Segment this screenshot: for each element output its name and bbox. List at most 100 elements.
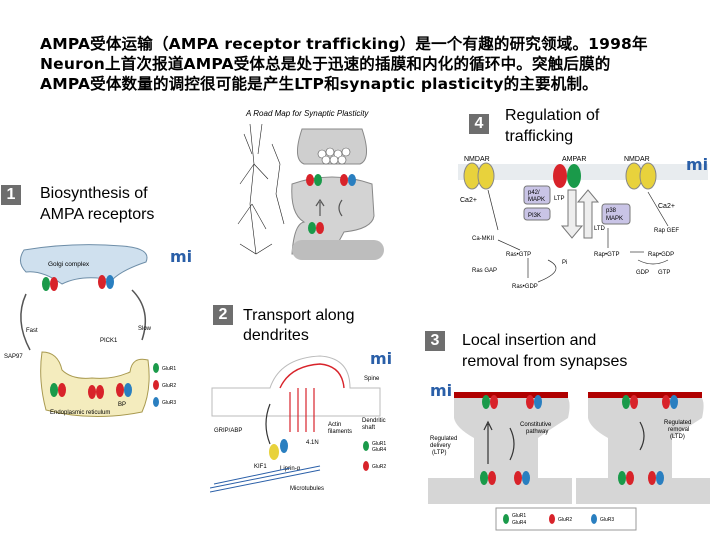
slide-title: AMPA受体运输（AMPA receptor trafficking）是一个有趣… (40, 34, 700, 94)
p38-label: p38 (606, 208, 617, 214)
regulated-removal-label-2: removal (668, 427, 689, 433)
mi-logo-icon: mi (686, 155, 708, 174)
vesicles (317, 147, 351, 165)
ampar-label: AMPAR (562, 156, 586, 163)
pick1-label: PICK1 (100, 338, 118, 344)
ltd-label: LTD (594, 226, 606, 232)
mi-logo-icon: mi (170, 247, 192, 266)
fig3-legend (495, 507, 637, 531)
panel-3-label-line2: removal from synapses (462, 353, 628, 370)
title-line-2: Neuron上首次报道AMPA受体总是处于迅速的插膜和内化的循环中。突触后膜的 (40, 55, 611, 73)
constitutive-label-2: pathway (526, 429, 548, 435)
rap-gdp-label: Rap•GDP (648, 252, 674, 258)
spine-left (428, 395, 572, 504)
spine-label: Spine (364, 376, 380, 382)
mi-logo-icon: mi (370, 349, 392, 368)
4-1n-label: 4.1N (306, 440, 319, 446)
title-line-3: AMPA受体数量的调控很可能是产生LTP和synaptic plasticity… (40, 75, 598, 93)
regulated-removal-label-3: (LTD) (670, 434, 685, 440)
road-map-figure: A Road Map for Synaptic Plasticity (237, 109, 384, 260)
rap-gef-label: Rap GEF (654, 228, 679, 234)
panel-4-number: 4 (469, 114, 489, 134)
gtp-label: GTP (658, 270, 670, 276)
gdp-label: GDP (636, 270, 649, 276)
ltp-arrow-icon (560, 189, 584, 239)
panel-1-number: 1 (1, 185, 21, 205)
legend-glur4: GluR4 (372, 447, 386, 453)
microtubules-label: Microtubules (290, 486, 324, 492)
filaments-label: filaments (328, 429, 352, 435)
legend-glur1: GluR1 (162, 366, 176, 372)
ampar-receptor (553, 164, 567, 188)
panel-2-label-line2: dendrites (243, 327, 309, 344)
panel-4-label-line2: trafficking (505, 128, 574, 145)
presynaptic-terminal (297, 128, 367, 165)
ras-gtp-label: Ras•GTP (506, 252, 531, 258)
insertion-removal-figure: mi Regulated delivery (LTP) Constitutive… (428, 381, 710, 531)
panel-1-label-line2: AMPA receptors (40, 206, 155, 223)
dendritic-label: Dendritic (362, 418, 386, 424)
fig1-legend: GluR1 GluR2 GluR3 (153, 363, 176, 407)
mapk-box (523, 185, 551, 205)
panel-1-label-line1: Biosynthesis of (40, 185, 148, 202)
legend-glur2: GluR2 (372, 464, 386, 470)
kif1-label: KIF1 (254, 464, 267, 470)
p38-mapk-label: MAPK (606, 216, 623, 222)
regulated-removal-label-1: Regulated (664, 420, 691, 426)
legend-glur2: GluR2 (162, 383, 176, 389)
endoplasmic-reticulum (40, 351, 150, 417)
fig2-legend: GluR1 GluR4 GluR2 (363, 441, 386, 471)
nmdar-left-label: NMDAR (464, 156, 490, 163)
legend-glur3: GluR3 (162, 400, 176, 406)
biosynthesis-figure: mi Golgi complex Fast Slow PICK1 SAP97 E… (4, 244, 192, 417)
slow-label: Slow (138, 326, 152, 332)
actin-label: Actin (328, 422, 341, 428)
camkii-label: Ca-MKII (472, 236, 494, 242)
ltd-arrow-icon (576, 189, 600, 239)
legend-glur1: GluR1 (372, 441, 386, 447)
regulation-figure: NMDAR AMPAR NMDAR mi Ca2+ Ca2+ p42/ MAPK… (458, 150, 708, 298)
regulated-delivery-label-2: delivery (430, 443, 451, 449)
pi3k-box (523, 207, 551, 221)
ras-gap-label: Ras GAP (472, 268, 497, 274)
pathway-arrows (487, 189, 669, 283)
panel-3-label-line1: Local insertion and (462, 332, 597, 349)
fast-arrow-icon (20, 293, 31, 351)
neuron-sketch (237, 123, 285, 255)
dendrite-shaft (292, 240, 384, 260)
sap97-label: SAP97 (4, 354, 23, 360)
legend-glur3: GluR3 (600, 517, 614, 523)
ca-right-label: Ca2+ (658, 203, 675, 210)
panel-2-number: 2 (213, 305, 233, 325)
p38-box (601, 203, 631, 225)
road-map-title: A Road Map for Synaptic Plasticity (245, 109, 369, 118)
pi-label: Pi (562, 260, 567, 266)
panel-4-label-line1: Regulation of (505, 107, 600, 124)
kif1-motor (269, 444, 279, 460)
er-label: Endoplasmic reticulum (50, 410, 110, 416)
title-line-1: AMPA受体运输（AMPA receptor trafficking）是一个有趣… (40, 35, 648, 53)
panel-2-label-line1: Transport along (243, 307, 355, 324)
regulated-delivery-label-1: Regulated (430, 436, 457, 442)
panel-3-number: 3 (425, 331, 445, 351)
liprin-label: Liprin-α (280, 466, 301, 472)
rap-gtp-label: Rap•GTP (594, 252, 619, 258)
grip-abp-label: GRIP/ABP (214, 428, 242, 434)
legend-glur2: GluR2 (558, 517, 572, 523)
legend-glur4: GluR4 (512, 520, 526, 526)
bp-label: BP (118, 402, 126, 408)
ras-gdp-label: Ras•GDP (512, 284, 538, 290)
ca-left-label: Ca2+ (460, 197, 477, 204)
shaft-label: shaft (362, 425, 375, 431)
regulated-delivery-label-3: (LTP) (432, 450, 447, 456)
actin-filaments (289, 388, 315, 432)
fast-label: Fast (26, 328, 38, 334)
nmdar-right-label: NMDAR (624, 156, 650, 163)
transport-figure: mi Spine Dendritic shaft Actin filaments… (210, 349, 392, 493)
spine-right (576, 395, 710, 504)
pi3k-label: PI3K (528, 213, 541, 219)
constitutive-label-1: Constitutive (520, 422, 552, 428)
p42-label: p42/ (528, 190, 540, 196)
mapk-label: MAPK (528, 197, 545, 203)
legend-glur1: GluR1 (512, 513, 526, 519)
